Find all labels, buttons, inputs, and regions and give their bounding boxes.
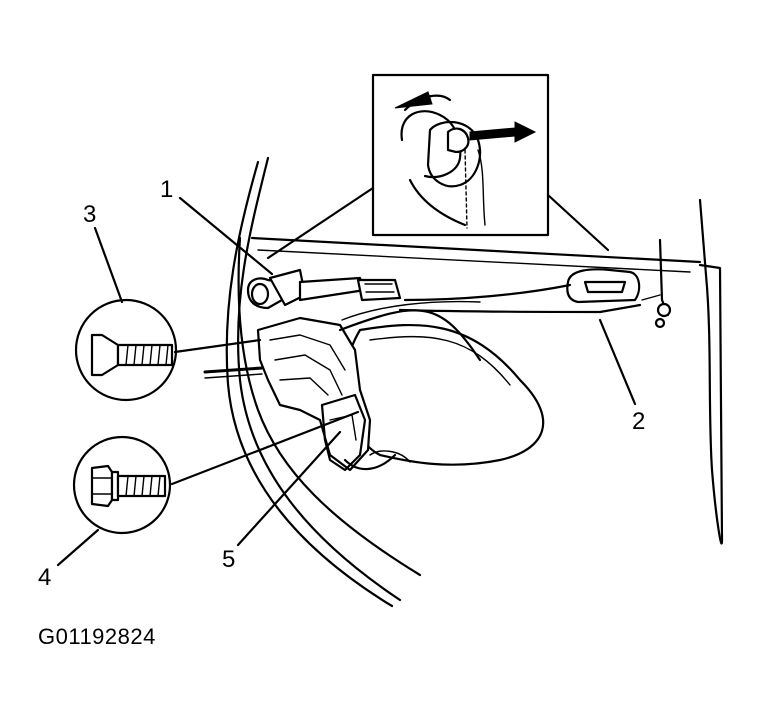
lock-actuator bbox=[246, 268, 402, 310]
figure-id: G01192824 bbox=[38, 624, 156, 649]
callout-5: 5 bbox=[222, 546, 236, 573]
leader-lines bbox=[56, 196, 637, 567]
callout-1: 1 bbox=[160, 176, 174, 203]
door-lock-assembly bbox=[256, 316, 411, 472]
callout-3: 3 bbox=[83, 201, 97, 228]
door-frame bbox=[225, 156, 724, 608]
screw-detail bbox=[74, 298, 264, 402]
inset-detail bbox=[266, 73, 610, 260]
callout-2: 2 bbox=[632, 408, 646, 435]
bolt-detail bbox=[72, 410, 360, 535]
inner-door-handle bbox=[338, 238, 672, 362]
callout-4: 4 bbox=[38, 564, 52, 591]
